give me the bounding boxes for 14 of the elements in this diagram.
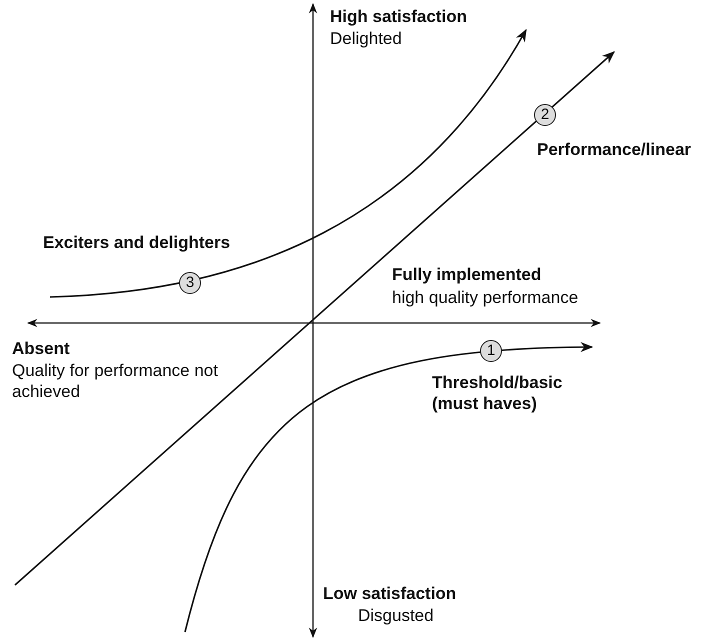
axis-heading: Low satisfaction (323, 583, 456, 604)
axis-heading: High satisfaction (330, 6, 467, 27)
axis-description: high quality performance (392, 287, 578, 308)
callout-number: 2 (534, 104, 556, 126)
axis-description: Quality for performance not achieved (12, 360, 219, 402)
curve-label: Exciters and delighters (43, 232, 230, 253)
callout-number: 3 (179, 272, 201, 294)
curve-label: Performance/linear (537, 139, 692, 160)
curve-label: Threshold/basic (must haves) (432, 372, 564, 414)
axis-description: Disgusted (358, 605, 434, 626)
axis-heading: Absent (12, 338, 70, 359)
axis-description: Delighted (330, 28, 402, 49)
axis-heading: Fully implemented (392, 264, 542, 285)
callout-number: 1 (480, 340, 502, 362)
